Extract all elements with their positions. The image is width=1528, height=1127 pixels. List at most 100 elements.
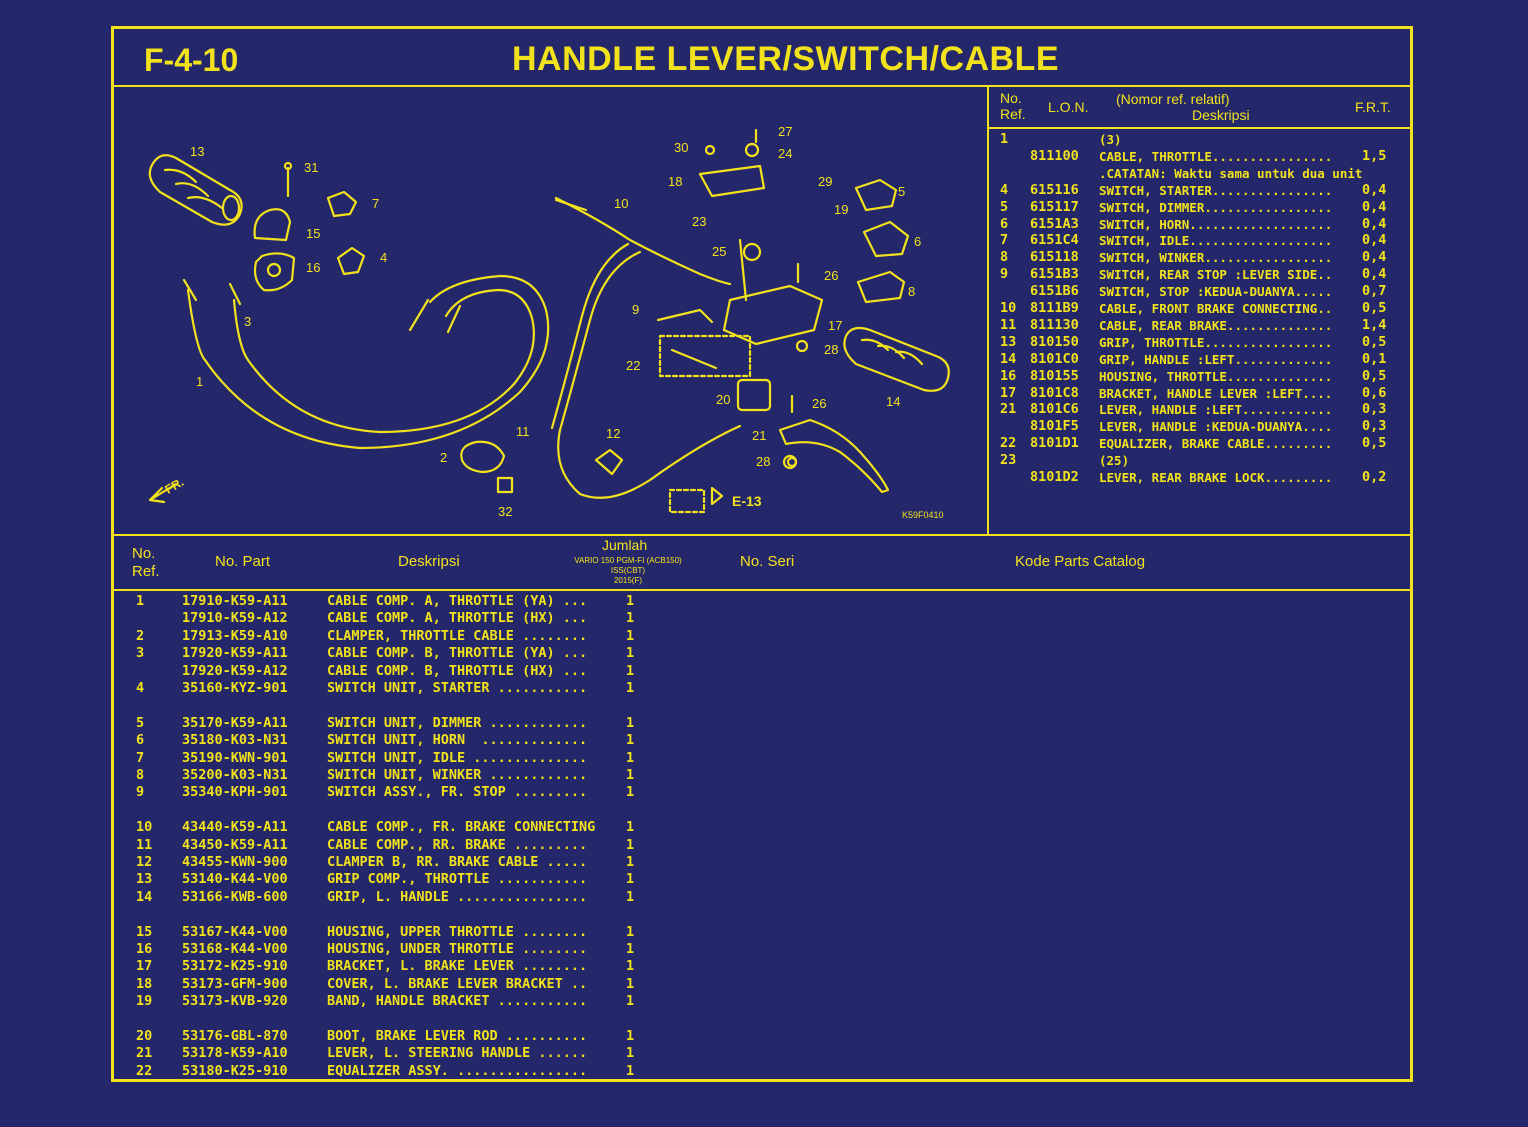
parts-col-qty: Jumlah <box>602 537 648 553</box>
callout-label: 15 <box>306 226 320 241</box>
callout-label: 19 <box>834 202 848 217</box>
callout-label: 24 <box>778 146 792 161</box>
parts-desc: SWITCH UNIT, DIMMER ............ <box>327 714 588 731</box>
frt-desc: LEVER, HANDLE :LEFT............ <box>1099 402 1333 418</box>
parts-qty: 1 <box>626 888 635 905</box>
frt-desc: LEVER, REAR BRAKE LOCK......... <box>1099 470 1333 485</box>
frt-frt: 0,1 <box>1362 350 1387 367</box>
callout-label: 22 <box>626 358 640 373</box>
frt-desc: GRIP, THROTTLE................. <box>1099 334 1333 350</box>
parts-desc: SWITCH UNIT, IDLE .............. <box>327 749 588 766</box>
parts-part: 35170-K59-A11 <box>182 714 288 731</box>
parts-ref: 16 <box>136 941 153 957</box>
frt-frt: 0,5 <box>1362 367 1387 384</box>
parts-ref: 18 <box>136 975 153 992</box>
frt-frt: 0,5 <box>1362 333 1387 350</box>
parts-qty: 1 <box>626 975 635 992</box>
parts-col-ref-line1: No. <box>132 545 156 562</box>
frt-lon: 8101D1 <box>1030 435 1079 452</box>
callout-label: 10 <box>614 196 628 211</box>
callout-label: 12 <box>606 426 620 441</box>
parts-col-catalog: Kode Parts Catalog <box>1015 553 1146 570</box>
parts-col-part: No. Part <box>215 553 271 570</box>
parts-part: 17910-K59-A11 <box>182 593 288 609</box>
parts-col-ref: No. Ref. <box>132 545 160 581</box>
parts-part: 53172-K25-910 <box>182 958 288 975</box>
parts-part: 43455-KWN-900 <box>182 854 288 870</box>
exploded-diagram: 13 31 7 15 4 16 1 3 2 32 30 27 24 18 29 … <box>148 124 950 520</box>
frt-desc: LEVER, HANDLE :KEDUA-DUANYA.... <box>1099 419 1333 435</box>
callout-label: 13 <box>190 144 204 159</box>
callout-label: 29 <box>818 174 832 189</box>
parts-part: 17910-K59-A12 <box>182 610 288 627</box>
callout-label: 6 <box>914 234 921 249</box>
parts-desc: CABLE COMP. A, THROTTLE (HX) ... <box>327 610 588 627</box>
parts-ref: 12 <box>136 854 153 870</box>
parts-ref: 22 <box>136 1062 153 1079</box>
parts-desc: CLAMPER, THROTTLE CABLE ........ <box>327 627 588 644</box>
frt-col-ref-line2: Ref. <box>1000 106 1026 122</box>
page-title: HANDLE LEVER/SWITCH/CABLE <box>512 40 1060 78</box>
callout-label: 25 <box>712 244 726 259</box>
frt-ref: 6 <box>1000 215 1009 232</box>
parts-part: 35340-KPH-901 <box>182 784 288 801</box>
frt-desc: CABLE, FRONT BRAKE CONNECTING.. <box>1099 301 1333 316</box>
parts-desc: GRIP, L. HANDLE ................ <box>327 888 588 905</box>
parts-desc: HOUSING, UNDER THROTTLE ........ <box>327 941 588 957</box>
parts-qty: 1 <box>626 784 635 801</box>
parts-desc: LEVER, L. STEERING HANDLE ...... <box>327 1045 588 1062</box>
frt-desc: .CATATAN: Waktu sama untuk dua unit <box>1099 165 1363 181</box>
parts-desc: CLAMPER B, RR. BRAKE CABLE ..... <box>327 854 588 870</box>
parts-part: 35200-K03-N31 <box>182 767 288 783</box>
parts-qty: 1 <box>626 1028 635 1044</box>
parts-part: 43440-K59-A11 <box>182 819 288 836</box>
callout-label: 8 <box>908 284 915 299</box>
frt-frt: 0,5 <box>1362 435 1387 452</box>
parts-desc: SWITCH UNIT, STARTER ........... <box>327 680 588 696</box>
parts-desc: SWITCH UNIT, HORN ............. <box>327 732 588 749</box>
parts-desc: SWITCH UNIT, WINKER ............ <box>327 767 588 783</box>
parts-ref: 6 <box>136 732 145 749</box>
parts-qty: 1 <box>626 662 635 679</box>
callout-label: 11 <box>516 424 530 439</box>
frt-header-divider <box>988 127 1411 129</box>
callout-label: 2 <box>440 450 447 465</box>
frt-lon: 6151B6 <box>1030 283 1079 300</box>
frt-lon: 8101C0 <box>1030 350 1079 367</box>
callout-label: 4 <box>380 250 387 265</box>
parts-part: 53178-K59-A10 <box>182 1045 288 1062</box>
frt-frt: 0,4 <box>1362 249 1387 266</box>
frt-lon: 615118 <box>1030 249 1079 266</box>
parts-col-qty-sub: VARIO 150 PGM-FI (ACB150) ISS(CBT) 2015(… <box>566 556 690 586</box>
parts-ref: 10 <box>136 819 153 836</box>
throttle-grip-drawing <box>148 154 243 226</box>
frt-lon: 811130 <box>1030 316 1079 333</box>
parts-desc: BOOT, BRAKE LEVER ROD .......... <box>327 1028 588 1044</box>
callout-label: 14 <box>886 394 900 409</box>
parts-desc: GRIP COMP., THROTTLE ........... <box>327 871 588 888</box>
parts-ref: 17 <box>136 958 153 975</box>
parts-qty: 1 <box>626 593 635 609</box>
header-divider <box>113 85 1411 87</box>
frt-ref: 8 <box>1000 249 1009 266</box>
frt-lon: 6151B3 <box>1030 266 1079 283</box>
frt-frt: 0,4 <box>1362 215 1387 232</box>
frt-frt: 0,6 <box>1362 384 1387 401</box>
frt-desc: (25) <box>1099 453 1130 469</box>
callout-label: 18 <box>668 174 682 189</box>
frt-desc: SWITCH, DIMMER................. <box>1099 199 1333 215</box>
frt-frt: 0,4 <box>1362 198 1387 215</box>
parts-qty: 1 <box>626 819 635 836</box>
callout-label: 27 <box>778 124 792 139</box>
parts-qty: 1 <box>626 923 635 940</box>
parts-desc: SWITCH ASSY., FR. STOP ......... <box>327 784 588 801</box>
frt-ref: 4 <box>1000 181 1009 198</box>
parts-qty: 1 <box>626 836 635 853</box>
parts-part: 53168-K44-V00 <box>182 941 288 957</box>
frt-frt: 0,7 <box>1362 283 1387 300</box>
frt-frt: 0,3 <box>1362 401 1387 418</box>
callout-label: 7 <box>372 196 379 211</box>
frt-desc: CABLE, THROTTLE................ <box>1099 148 1333 164</box>
parts-part: 35180-K03-N31 <box>182 732 288 749</box>
parts-desc: CABLE COMP., FR. BRAKE CONNECTING <box>327 819 596 836</box>
